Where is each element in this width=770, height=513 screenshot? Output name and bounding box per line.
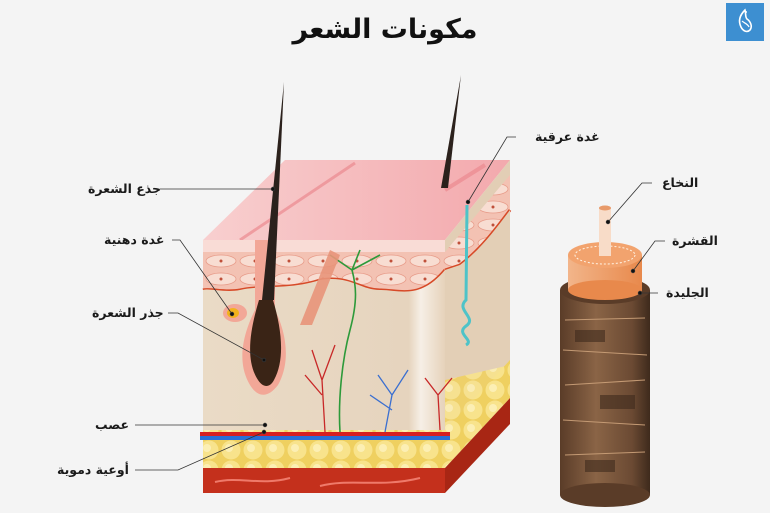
label-medulla: النخاع bbox=[662, 175, 699, 190]
label-sebaceous-gland: غدة دهنية bbox=[104, 232, 165, 247]
label-blood-vessels: أوعية دموية bbox=[57, 462, 129, 477]
label-nerve: عصب bbox=[95, 417, 130, 432]
hair-shaft-right bbox=[441, 75, 461, 188]
label-cortex: القشرة bbox=[672, 233, 718, 248]
logo-glyph-icon bbox=[738, 8, 753, 33]
label-hair-root: جذر الشعرة bbox=[92, 305, 164, 320]
label-hair-shaft: جذع الشعرة bbox=[88, 181, 162, 196]
hair-cross-section bbox=[560, 205, 650, 507]
page-title: مكونات الشعر bbox=[292, 14, 478, 45]
label-cuticle: الجليدة bbox=[666, 285, 709, 300]
al-jazeera-logo bbox=[726, 3, 764, 41]
label-sweat-gland: غدة عرقية bbox=[535, 129, 600, 144]
skin-surface bbox=[203, 160, 510, 240]
